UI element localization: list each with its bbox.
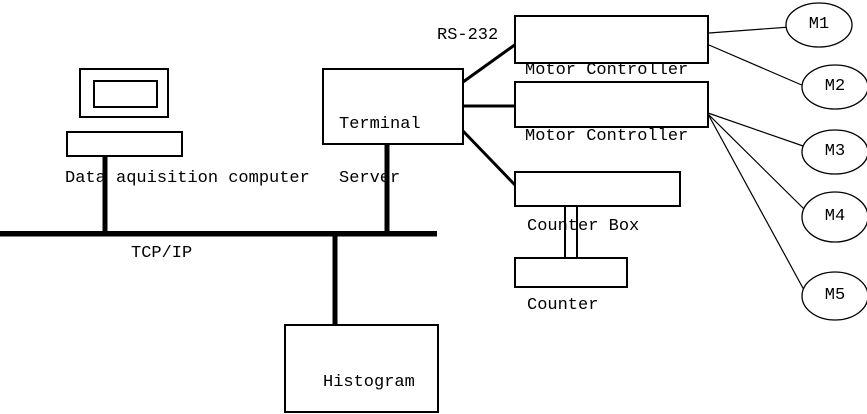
motor-controller-1-label: Motor Controller xyxy=(525,61,689,80)
motor-label-m3: M3 xyxy=(824,142,846,161)
motor-ellipse-m2 xyxy=(801,64,867,110)
motor-label-m4: M4 xyxy=(824,207,846,226)
motor-label-m2: M2 xyxy=(824,77,846,96)
computer-keyboard-shape xyxy=(66,131,183,157)
mc2-m5-link xyxy=(707,113,805,291)
counter-box-label: Counter Box xyxy=(527,217,640,236)
motor-controller-1-box: Motor Controller xyxy=(514,15,709,80)
computer-screen-shape xyxy=(93,80,158,108)
counter-box2: Counter xyxy=(514,257,628,315)
motor-label-m1: M1 xyxy=(808,15,830,34)
rs232-label: RS-232 xyxy=(437,26,499,45)
counter-box-box: Counter Box xyxy=(514,171,681,236)
mc2-m4-link xyxy=(707,113,805,210)
motor-controller-2-label: Motor Controller xyxy=(525,127,689,146)
terminal-server-counter-box-link xyxy=(461,129,517,187)
motor-ellipse-m1 xyxy=(785,2,853,48)
terminal-server-box: Terminal Server xyxy=(322,68,464,188)
rs232-link-motor-controller-1 xyxy=(462,42,517,84)
mc2-m3-link xyxy=(707,112,807,148)
terminal-server-label-line1: Terminal xyxy=(339,115,421,134)
motor-controller-2-box: Motor Controller xyxy=(514,81,709,146)
mc1-m2-link xyxy=(708,44,805,87)
mc1-m1-link xyxy=(708,26,791,34)
motor-ellipse-m5 xyxy=(801,271,867,321)
histogram-memory-box: Histogram Memory xyxy=(284,324,439,413)
tcpip-label: TCP/IP xyxy=(131,244,193,263)
terminal-server-label-line2: Server xyxy=(339,169,401,188)
motor-label-m5: M5 xyxy=(824,286,846,305)
motor-ellipse-m4 xyxy=(801,191,867,243)
motor-ellipse-m3 xyxy=(801,129,867,175)
histogram-memory-label-line1: Histogram xyxy=(323,373,415,392)
computer-caption-label: Data aquisition computer xyxy=(65,169,310,188)
counter-label: Counter xyxy=(527,296,599,315)
